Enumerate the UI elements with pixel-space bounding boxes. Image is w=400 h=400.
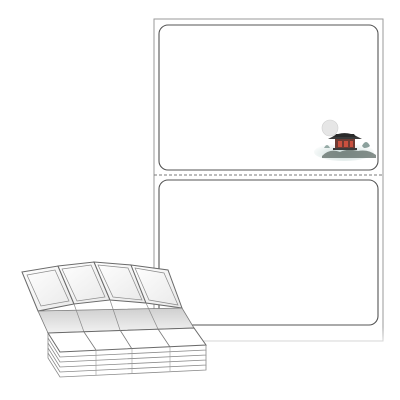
label-top [158, 24, 379, 171]
pagoda-ink-painting-icon [314, 119, 376, 161]
moon-icon [321, 119, 339, 137]
fanfold-top-row [21, 261, 183, 312]
fanfold-bottom-stack [47, 327, 207, 378]
fanfold-stack-icon [21, 261, 207, 378]
